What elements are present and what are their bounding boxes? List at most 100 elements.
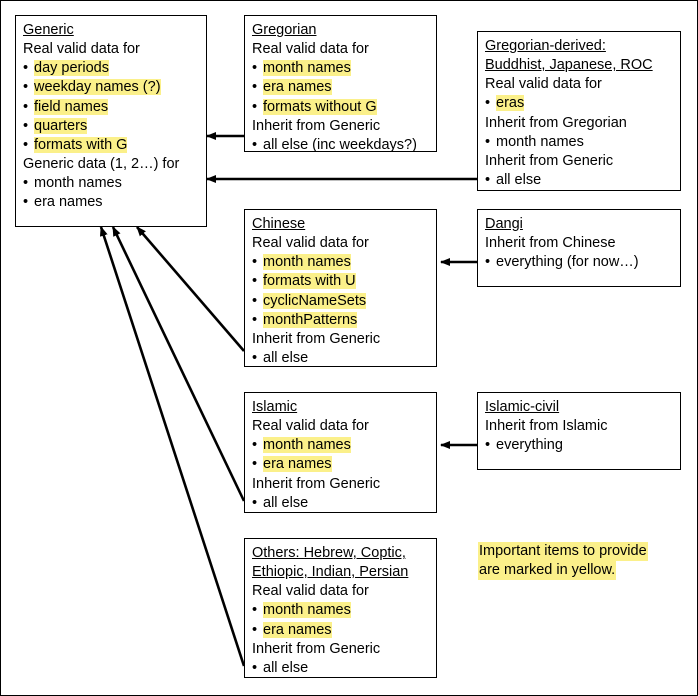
legend-note: Important items to provide are marked in… [478,542,683,581]
bullet-glyph: • [23,60,29,77]
box-line: Inherit from Chinese [485,235,616,252]
box-bullet-line: •month names [252,253,429,272]
bullet-glyph: • [252,79,258,96]
box-bullet-line: • era names [252,455,429,474]
box-gregorian-derived[interactable]: Gregorian-derived: Buddhist, Japanese, R… [477,31,681,191]
box-bullet-line: •month names [485,133,673,152]
box-bullet-line: •all else [485,171,673,190]
box-line-text: era names [263,79,332,96]
bullet-glyph: • [485,171,491,188]
box-title-line-2: Buddhist, Japanese, ROC [485,57,653,74]
bullet-glyph: • [485,133,491,150]
box-others[interactable]: Others: Hebrew, Coptic, Ethiopic, Indian… [244,538,437,678]
box-line-text: month names [263,60,351,77]
box-line-text: month names [263,437,351,454]
box-bullet-line: •formats with U [252,272,429,291]
box-line-text: everything [496,437,563,454]
box-generic-lines: Real valid data for •day periods •weekda… [23,40,199,212]
box-line: Real valid data for [252,418,369,435]
box-line-text: all else [263,494,309,511]
box-islamic-civil[interactable]: Islamic-civil Inherit from Islamic • ever… [477,392,681,470]
box-line: Real valid data for [485,76,602,93]
box-dangi[interactable]: Dangi Inherit from Chinese •everything (… [477,209,681,287]
bullet-glyph: • [252,98,258,115]
box-line-text: formats without G [263,98,377,115]
box-line-text: day periods [34,60,109,77]
box-bullet-line: •weekday names (?) [23,78,199,97]
box-generic[interactable]: Generic Real valid data for •day periods… [15,15,207,227]
box-line: Inherit from Generic [252,117,381,134]
box-line: Inherit from Islamic [485,418,608,435]
box-islamic-lines: Real valid data for • month names • era na… [252,417,429,513]
box-bullet-line: • month names [252,436,429,455]
bullet-glyph: • [252,136,258,153]
box-bullet-line: •era names [252,621,429,640]
box-title-line-1: Others: Hebrew, Coptic, [252,545,406,561]
box-dangi-title: Dangi [485,216,523,232]
box-bullet-line: • quarters [23,117,199,136]
bullet-glyph: • [252,311,258,328]
bullet-glyph: • [485,437,491,454]
box-dangi-lines: Inherit from Chinese •everything (for no… [485,234,673,272]
bullet-glyph: • [252,349,258,366]
box-bullet-line: • everything [485,436,673,455]
box-islamic-title: Islamic [252,399,298,415]
box-others-lines: Real valid data for •month names •era na… [252,582,429,678]
box-line-text: all else (inc weekdays?) [263,136,417,153]
bullet-glyph: • [252,437,258,454]
box-bullet-line: •field names [23,98,199,117]
arrow-islamic-to-generic [111,226,246,502]
box-gregorian-title: Gregorian [252,22,317,38]
box-bullet-line: • era names [252,78,429,97]
box-line-text: cyclicNameSets [263,292,367,309]
box-line: Real valid data for [252,41,369,58]
box-line-text: era names [34,194,103,211]
box-line-text: all else [263,659,309,676]
box-bullet-line: •era names [23,193,199,212]
box-bullet-line: •all else [252,659,429,678]
box-line-text: monthPatterns [263,311,358,328]
box-islamic[interactable]: Islamic Real valid data for • month names… [244,392,437,513]
box-bullet-line: • all else [252,349,429,368]
arrow-chinese-to-generic [136,226,245,352]
box-bullet-line: • cyclicNameSets [252,292,429,311]
box-bullet-line: • day periods [23,59,199,78]
box-islamic-civil-lines: Inherit from Islamic • everything [485,417,673,455]
bullet-glyph: • [23,117,29,134]
box-bullet-line: • month names [252,59,429,78]
box-bullet-line: •all else [252,494,429,513]
bullet-glyph: • [252,292,258,309]
bullet-glyph: • [23,136,29,153]
box-title-line-2: Ethiopic, Indian, Persian [252,564,409,581]
box-title-line-1: Gregorian-derived: [485,38,606,54]
legend-line-1: Important items to provide [478,542,648,562]
box-line: Inherit from Generic [252,330,381,347]
box-line: Inherit from Gregorian [485,114,627,131]
box-line-text: era names [263,456,332,473]
box-gregorian-derived-title: Gregorian-derived: Buddhist, Japanese, R… [485,37,673,75]
box-line-text: all else [263,349,309,366]
box-line: Real valid data for [252,235,369,252]
box-line: Real valid data for [252,583,369,600]
box-line: Generic data (1, 2…) for [23,155,180,172]
box-line-text: era names [263,621,332,638]
box-chinese[interactable]: Chinese Real valid data for •month names… [244,209,437,367]
bullet-glyph: • [252,456,258,473]
bullet-glyph: • [23,98,29,115]
bullet-glyph: • [252,60,258,77]
box-bullet-line: • all else (inc weekdays?) [252,136,429,155]
bullet-glyph: • [23,175,29,191]
legend-line-2: are marked in yellow. [478,561,617,581]
box-line-text: quarters [34,117,88,134]
bullet-glyph: • [23,79,29,96]
bullet-glyph: • [252,602,258,619]
box-line-text: month names [34,175,122,191]
box-line: Inherit from Generic [252,475,381,492]
box-gregorian[interactable]: Gregorian Real valid data for • month nam… [244,15,437,155]
box-bullet-line: • monthPatterns [252,311,429,330]
box-line: Inherit from Generic [485,152,614,169]
box-bullet-line: • formats without G [252,98,429,117]
box-islamic-civil-title: Islamic-civil [485,399,560,415]
box-bullet-line: •formats with G [23,136,199,155]
